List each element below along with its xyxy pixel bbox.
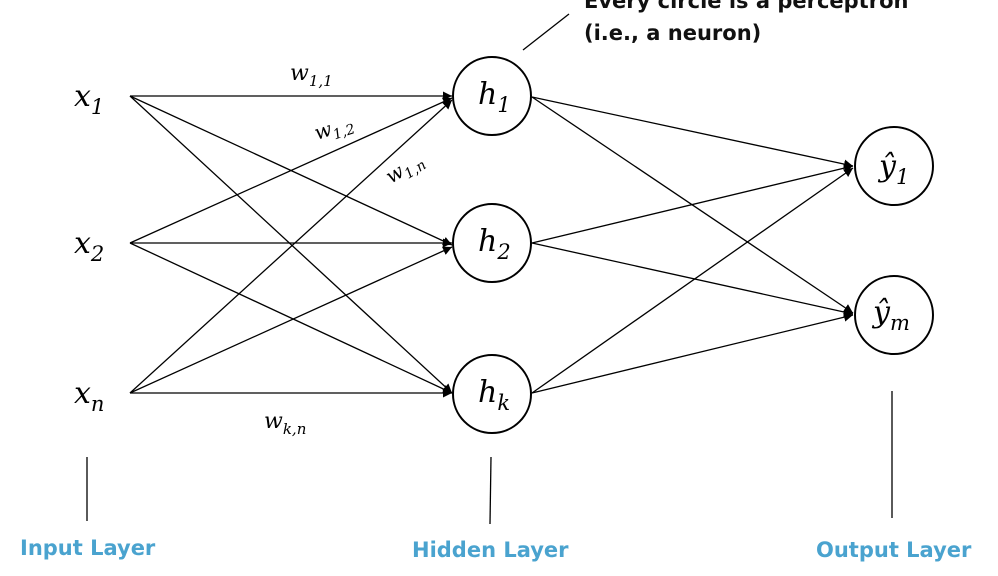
output-node-m bbox=[854, 275, 934, 355]
hidden-node-k bbox=[452, 354, 532, 434]
connections bbox=[129, 91, 854, 398]
hidden-label-1: h1 bbox=[478, 77, 511, 117]
edge-h1-y1 bbox=[531, 96, 854, 169]
hidden-node-2 bbox=[452, 203, 532, 283]
input-label-2: x2 bbox=[74, 226, 104, 266]
hidden-layer-indicator bbox=[489, 456, 492, 525]
edge-x2-hk bbox=[129, 242, 453, 394]
output-label-1: ŷ1 bbox=[877, 149, 909, 189]
edge-xn-h1 bbox=[129, 99, 453, 394]
edge-hk-y1 bbox=[531, 167, 854, 394]
edge-x1-hk bbox=[129, 95, 453, 394]
output-layer-label: Output Layer bbox=[816, 538, 972, 562]
edge-xn-h2 bbox=[129, 246, 453, 394]
input-label-n: xn bbox=[74, 376, 104, 416]
weight-label-wkn: wk,n bbox=[264, 409, 306, 438]
hidden-node-1 bbox=[452, 56, 532, 136]
hidden-label-k: hk bbox=[478, 375, 510, 415]
input-layer-label: Input Layer bbox=[20, 536, 156, 560]
annotation-line-1: Every circle is a perceptron bbox=[584, 0, 908, 13]
weight-label-w11: w1,1 bbox=[290, 61, 333, 90]
weight-label-w12: w1,2 bbox=[311, 110, 357, 149]
hidden-label-2: h2 bbox=[478, 224, 511, 264]
edge-h2-y1 bbox=[531, 163, 854, 244]
hidden-layer-nodes bbox=[452, 56, 532, 434]
output-layer-nodes bbox=[854, 126, 934, 355]
output-node-1 bbox=[854, 126, 934, 206]
hidden-layer-label: Hidden Layer bbox=[412, 538, 569, 562]
edge-x2-h1 bbox=[129, 97, 453, 244]
edge-hk-ym bbox=[531, 312, 854, 394]
output-label-m: ŷm bbox=[871, 295, 910, 335]
annotation-pointer bbox=[522, 13, 570, 51]
weight-label-w1n: w1,n bbox=[381, 147, 429, 192]
annotation-line-2: (i.e., a neuron) bbox=[584, 21, 761, 45]
edge-h2-ym bbox=[531, 242, 854, 317]
input-label-1: x1 bbox=[74, 79, 104, 119]
